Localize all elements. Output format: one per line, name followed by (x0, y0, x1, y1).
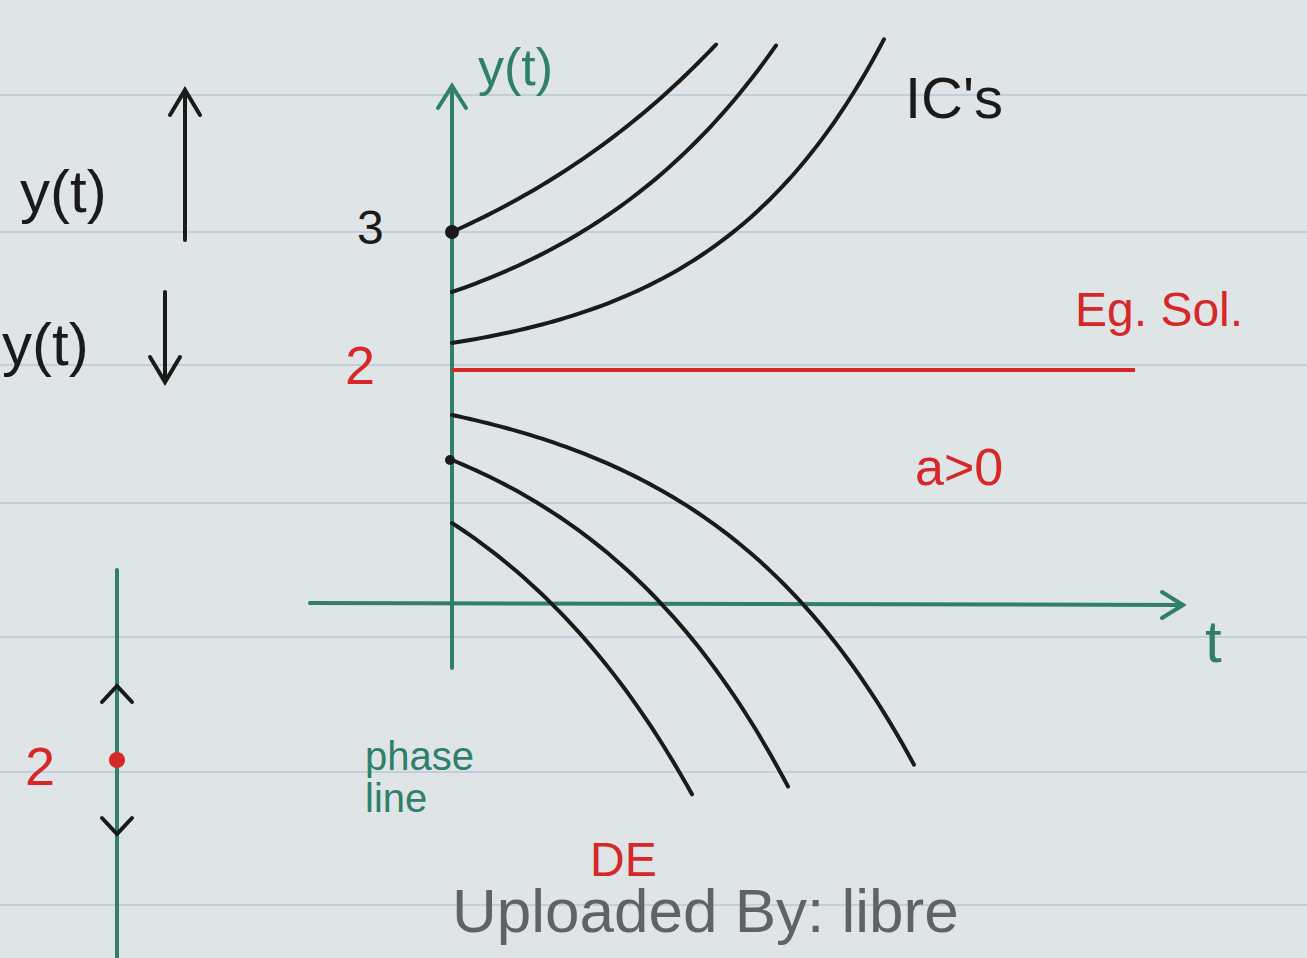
solution-curve (452, 523, 692, 794)
tick-label: 2 (345, 337, 375, 394)
arrowhead (170, 90, 200, 115)
curves-label: IC's (905, 68, 1003, 129)
axes (310, 86, 1183, 668)
axis-label: t (1205, 610, 1222, 673)
ruled-line (0, 771, 1307, 773)
ruled-line (0, 231, 1307, 233)
y-axis (450, 86, 454, 668)
t-axis (310, 603, 1182, 605)
solution-curve (452, 460, 788, 787)
arrowhead (102, 818, 132, 834)
equilibrium-line (452, 368, 1135, 372)
ruled-line (0, 502, 1307, 504)
solution-curves (452, 39, 914, 794)
quantity-label: y(t) (2, 313, 89, 376)
tick-label: 3 (357, 203, 384, 253)
initial-point (445, 455, 455, 465)
small-phase-line (102, 570, 132, 958)
equilibrium-value: 2 (25, 738, 55, 795)
ruled-lines (0, 95, 1307, 905)
increase-arrow (183, 92, 187, 240)
arrowhead (150, 357, 180, 382)
equilibrium-point (109, 752, 125, 768)
phase-line-label: phase line (365, 735, 485, 819)
axis-arrowhead (438, 86, 466, 108)
ruled-line (0, 364, 1307, 366)
ruled-line (0, 636, 1307, 638)
initial-point (445, 225, 459, 239)
arrowhead (102, 686, 132, 702)
solution-curve (452, 39, 884, 343)
solution-curve (452, 415, 914, 765)
ruled-line (0, 94, 1307, 96)
condition-label: a>0 (915, 440, 1003, 495)
equilibrium-label: Eg. Sol. (1075, 285, 1243, 335)
quantity-label: y(t) (20, 160, 107, 223)
axis-label: y(t) (478, 40, 553, 95)
decrease-arrow (163, 292, 167, 380)
watermark: Uploaded By: libre (452, 878, 959, 943)
axis-arrowhead (1162, 592, 1183, 618)
left-arrows (150, 90, 200, 382)
